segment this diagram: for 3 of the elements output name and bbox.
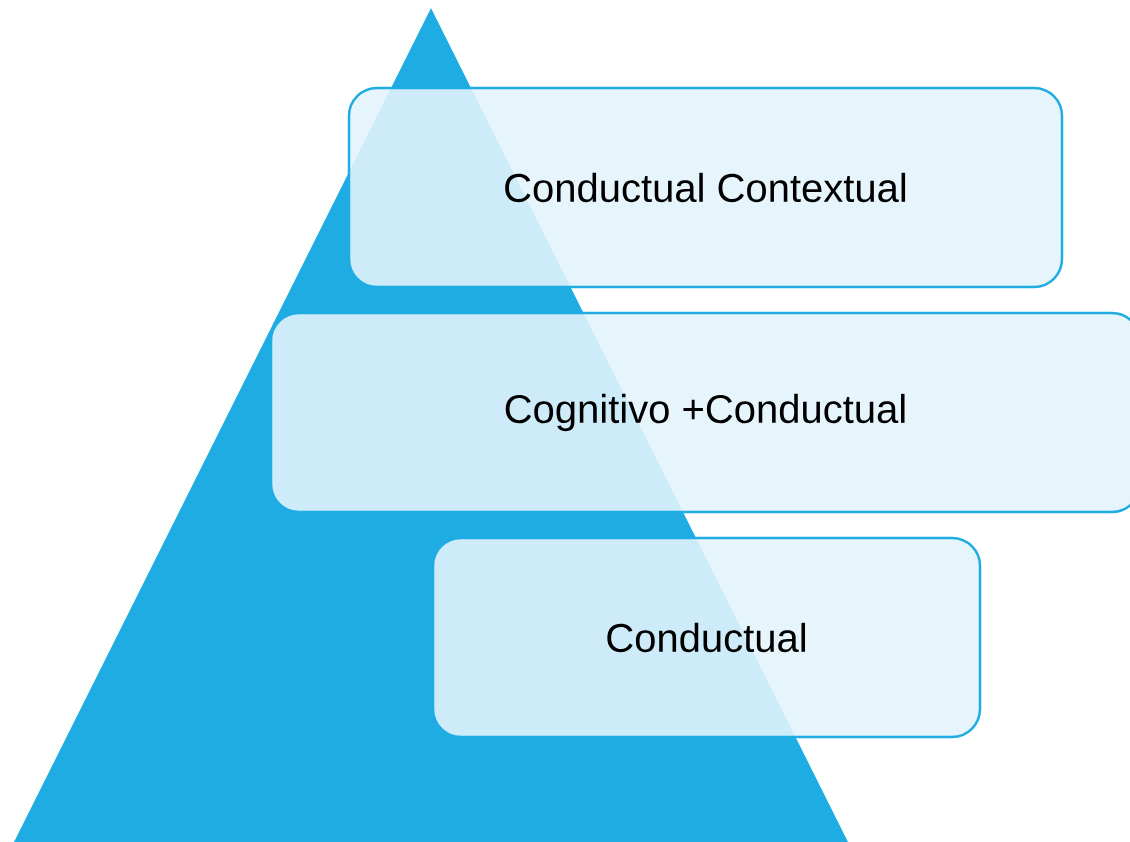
rounded-box: Conductual Contextual (347, 86, 1064, 289)
rounded-box: Cognitivo +Conductual (269, 311, 1130, 514)
rounded-box: Conductual (431, 536, 982, 739)
